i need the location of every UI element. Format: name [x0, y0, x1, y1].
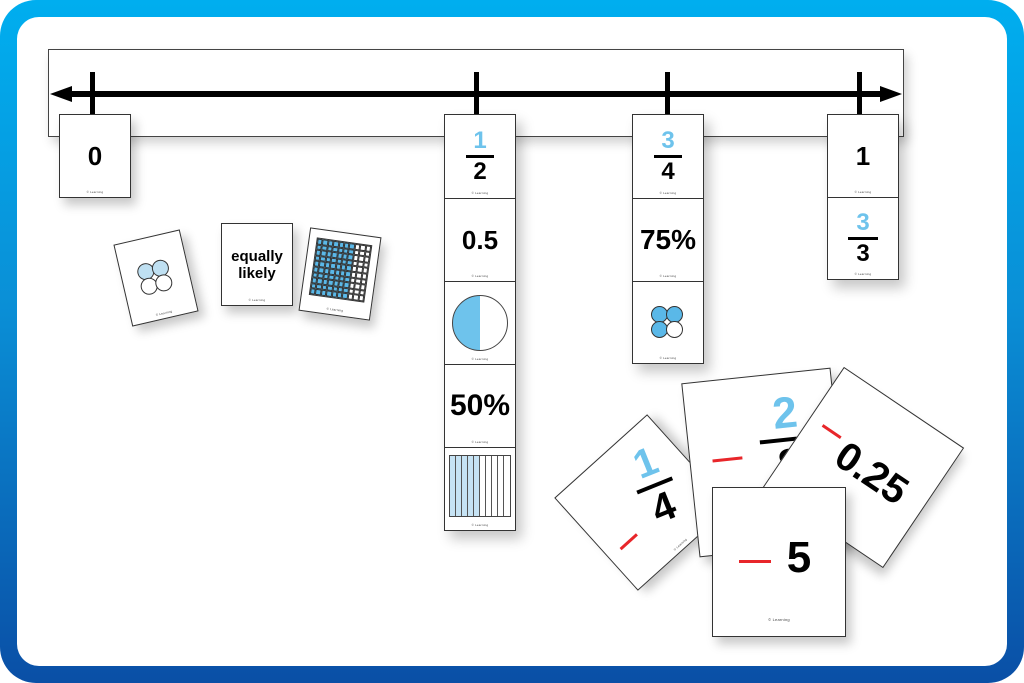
card-footer: © Learning — [854, 190, 872, 194]
hundred-grid-icon — [308, 237, 373, 303]
red-blank-line — [619, 533, 638, 551]
fraction: 1 2 — [466, 129, 494, 184]
tick-one — [857, 72, 862, 116]
fraction: 1 4 — [620, 437, 688, 533]
three-quarters-card-stack: 3 4 © Learning 75% © Learning © Learning — [632, 114, 704, 364]
ten-bars-icon — [449, 455, 511, 517]
fraction-bar — [466, 155, 494, 158]
card-zero[interactable]: 0 © Learning — [59, 114, 131, 198]
numerator: 2 — [770, 387, 800, 439]
one-card-stack: 1 © Learning 3 3 © Learning — [827, 114, 899, 280]
card-footer: © Learning — [659, 356, 677, 360]
denominator: 3 — [856, 240, 870, 267]
card-value: 0.5 — [461, 225, 499, 255]
numerator: 1 — [473, 127, 487, 154]
red-blank-line — [821, 424, 842, 439]
card-word-line-1: equally — [231, 247, 283, 265]
card-three-quarters-circles[interactable]: © Learning — [632, 281, 704, 364]
fraction: 3 4 — [654, 129, 682, 184]
card-footer: © Learning — [854, 272, 872, 276]
card-half-bars[interactable]: © Learning — [444, 447, 516, 531]
numerator: 3 — [661, 127, 675, 154]
denominator: 4 — [661, 158, 675, 185]
numerator: 3 — [856, 209, 870, 236]
card-footer: © Learning — [248, 298, 266, 302]
tick-zero — [90, 72, 95, 116]
tick-half — [474, 72, 479, 116]
fraction: 3 3 — [848, 211, 878, 266]
card-footer: © Learning — [471, 274, 489, 278]
denominator: 2 — [473, 158, 487, 185]
card-three-quarters-fraction[interactable]: 3 4 © Learning — [632, 114, 704, 198]
card-value: 0 — [87, 141, 103, 171]
red-blank-line — [712, 456, 743, 463]
card-footer: © Learning — [471, 523, 489, 527]
grid-cell — [358, 295, 365, 302]
card-footer: © Learning — [471, 440, 489, 444]
denominator: 4 — [644, 483, 682, 533]
numerator: 1 — [626, 438, 664, 488]
card-value: 5 — [786, 533, 812, 582]
card-word-line-2: likely — [238, 264, 276, 282]
arrow-left-icon — [50, 86, 72, 102]
four-circles-three-shaded-icon — [651, 305, 685, 340]
red-blank-line — [739, 560, 771, 563]
card-value: 50% — [449, 389, 511, 422]
card-footer: © Learning — [86, 190, 104, 194]
card-half-decimal[interactable]: 0.5 © Learning — [444, 198, 516, 281]
card-footer: © Learning — [659, 274, 677, 278]
card-value: 1 — [855, 141, 871, 171]
card-value: 75% — [639, 224, 697, 255]
card-footer: © Learning — [471, 191, 489, 195]
card-one-fraction[interactable]: 3 3 © Learning — [827, 197, 899, 280]
card-equally-likely[interactable]: equally likely © Learning — [221, 223, 293, 306]
fraction-bar — [654, 155, 682, 158]
card-footer: © Learning — [768, 617, 790, 622]
card-footer: © Learning — [659, 191, 677, 195]
card-half-percent[interactable]: 50% © Learning — [444, 364, 516, 447]
card-three-quarters-percent[interactable]: 75% © Learning — [632, 198, 704, 281]
fraction-bar — [848, 237, 878, 240]
arrow-right-icon — [880, 86, 902, 102]
tick-three-quarters — [665, 72, 670, 116]
half-shaded-circle-icon — [452, 295, 508, 351]
card-half-fraction[interactable]: 1 2 © Learning — [444, 114, 516, 198]
card-digit-five[interactable]: 5 © Learning — [712, 487, 846, 637]
four-circles-two-shaded-icon — [135, 258, 177, 299]
card-one[interactable]: 1 © Learning — [827, 114, 899, 197]
card-footer: © Learning — [471, 357, 489, 361]
half-card-stack: 1 2 © Learning 0.5 © Learning © Learning… — [444, 114, 516, 531]
card-hundred-grid[interactable]: © Learning — [298, 227, 382, 321]
card-half-circle[interactable]: © Learning — [444, 281, 516, 364]
